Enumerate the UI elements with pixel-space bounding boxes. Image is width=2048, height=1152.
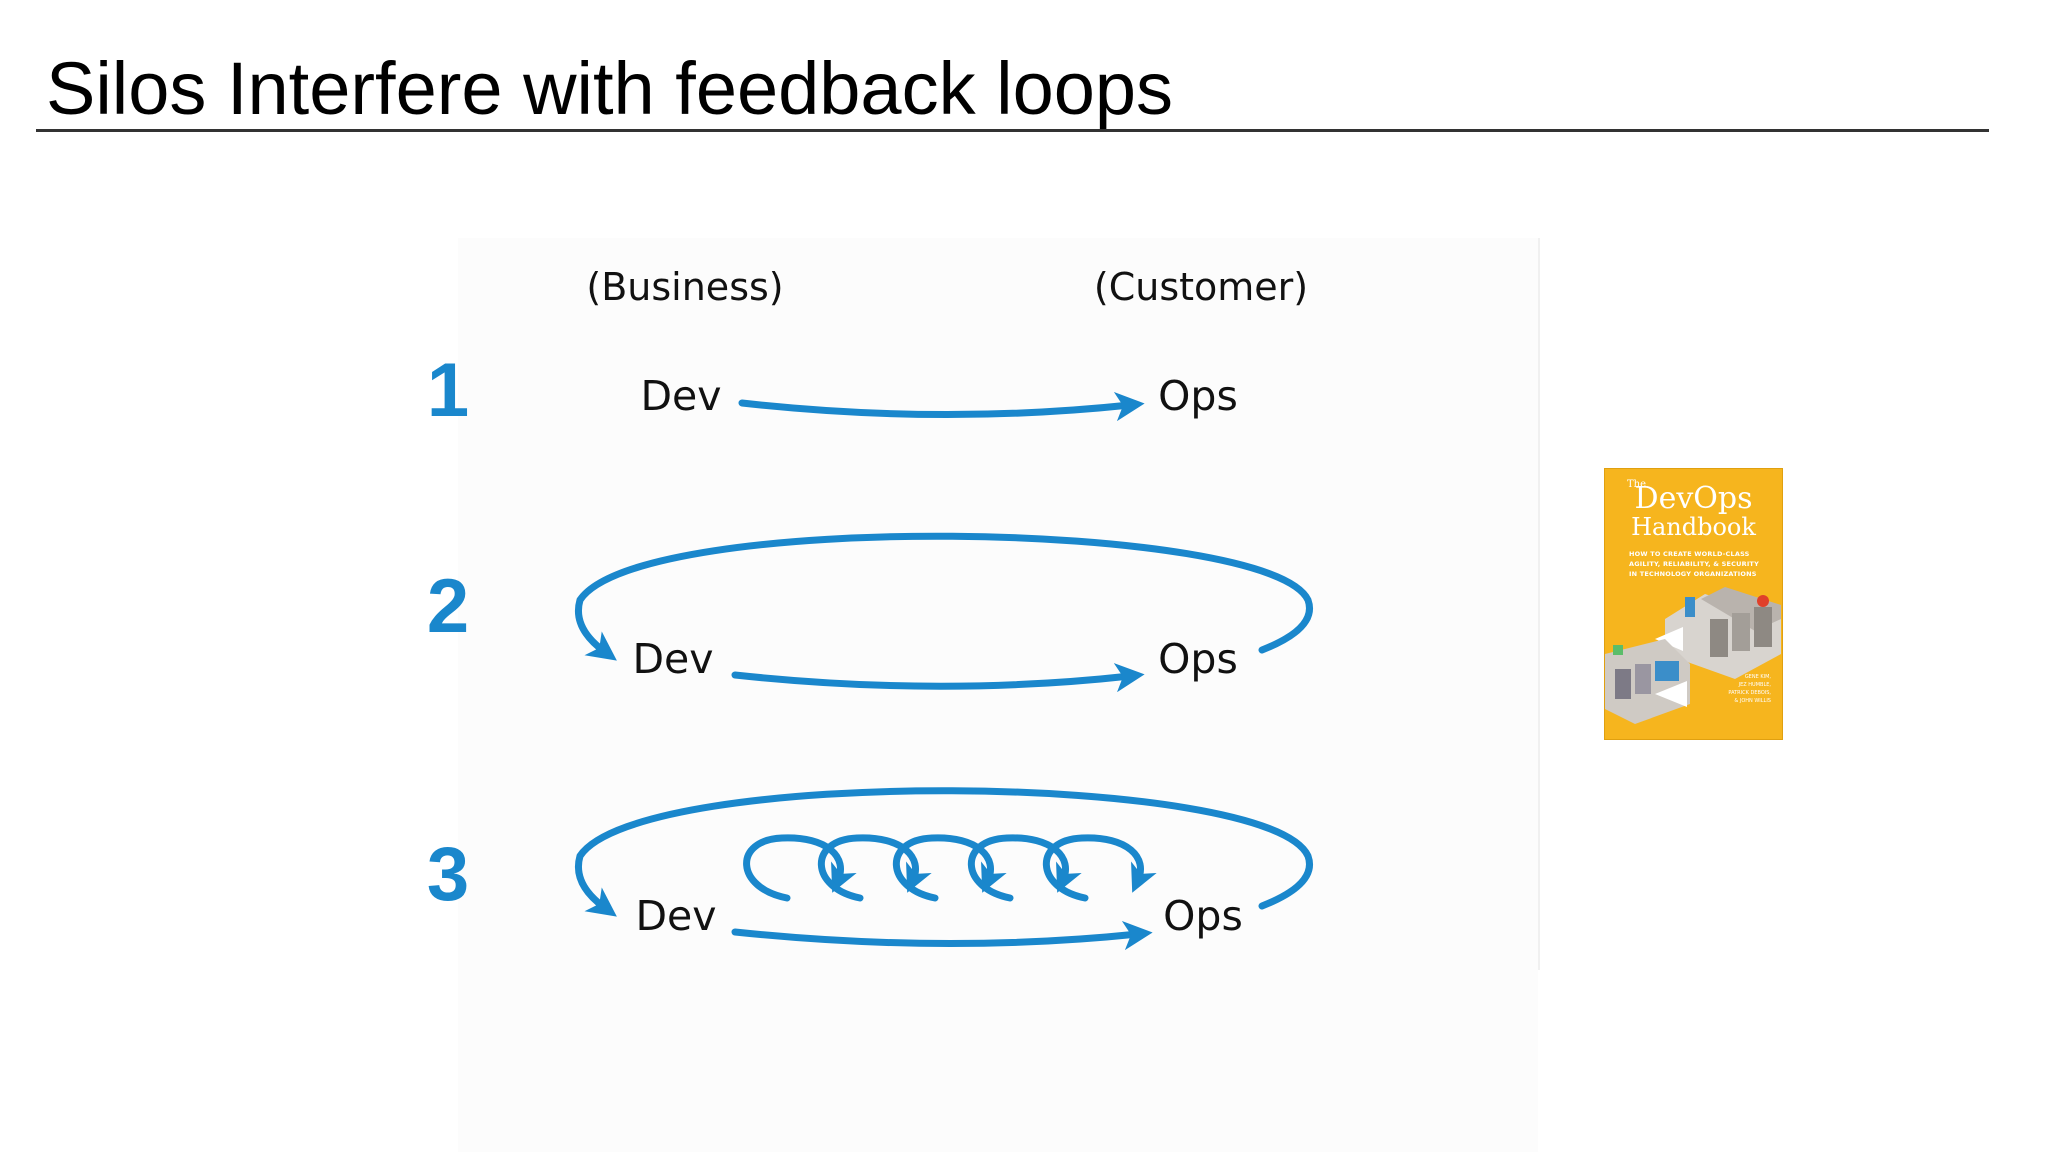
book-the: The bbox=[1627, 479, 1647, 490]
title-underline bbox=[36, 129, 1989, 132]
cover-illustration bbox=[1605, 587, 1781, 724]
row-1-flow-arrow bbox=[738, 391, 1145, 422]
book-authors: GENE KIM, JEZ HUMBLE, PATRICK DEBOIS, & … bbox=[1728, 674, 1771, 704]
diagram-panel bbox=[458, 238, 1538, 1152]
inner-loop-4 bbox=[967, 834, 1082, 902]
row-1-ops-label: Ops bbox=[1158, 372, 1238, 420]
row-3-feedback-loop bbox=[574, 787, 1313, 917]
inner-loop-3 bbox=[892, 834, 1007, 902]
inner-loop-1 bbox=[743, 834, 857, 902]
row-1-dev-label: Dev bbox=[640, 372, 721, 420]
row-2-feedback-loop bbox=[574, 532, 1313, 661]
devops-handbook-cover: The DevOps Handbook HOW TO CREATE WORLD-… bbox=[1605, 469, 1782, 739]
row-3-flow-arrow bbox=[731, 920, 1153, 951]
book-subtitle: HOW TO CREATE WORLD-CLASS AGILITY, RELIA… bbox=[1629, 550, 1759, 578]
header-business: (Business) bbox=[586, 265, 783, 309]
book-title: DevOps Handbook bbox=[1605, 481, 1782, 542]
header-customer: (Customer) bbox=[1094, 265, 1308, 309]
row-1-number: 1 bbox=[427, 348, 469, 433]
inner-loop-5 bbox=[1042, 834, 1157, 902]
row-3-dev-label: Dev bbox=[635, 892, 716, 940]
panel-divider bbox=[1538, 238, 1540, 970]
row-3-number: 3 bbox=[427, 832, 469, 917]
inner-loop-2 bbox=[817, 834, 932, 902]
slide-title: Silos Interfere with feedback loops bbox=[46, 47, 1174, 130]
row-2-ops-label: Ops bbox=[1158, 635, 1238, 683]
row-2-flow-arrow bbox=[731, 663, 1145, 693]
book-title-line-1: DevOps bbox=[1634, 481, 1753, 516]
book-title-line-2: Handbook bbox=[1631, 513, 1756, 541]
row-3-ops-label: Ops bbox=[1163, 892, 1243, 940]
row-2-dev-label: Dev bbox=[632, 635, 713, 683]
row-2-number: 2 bbox=[427, 564, 469, 649]
